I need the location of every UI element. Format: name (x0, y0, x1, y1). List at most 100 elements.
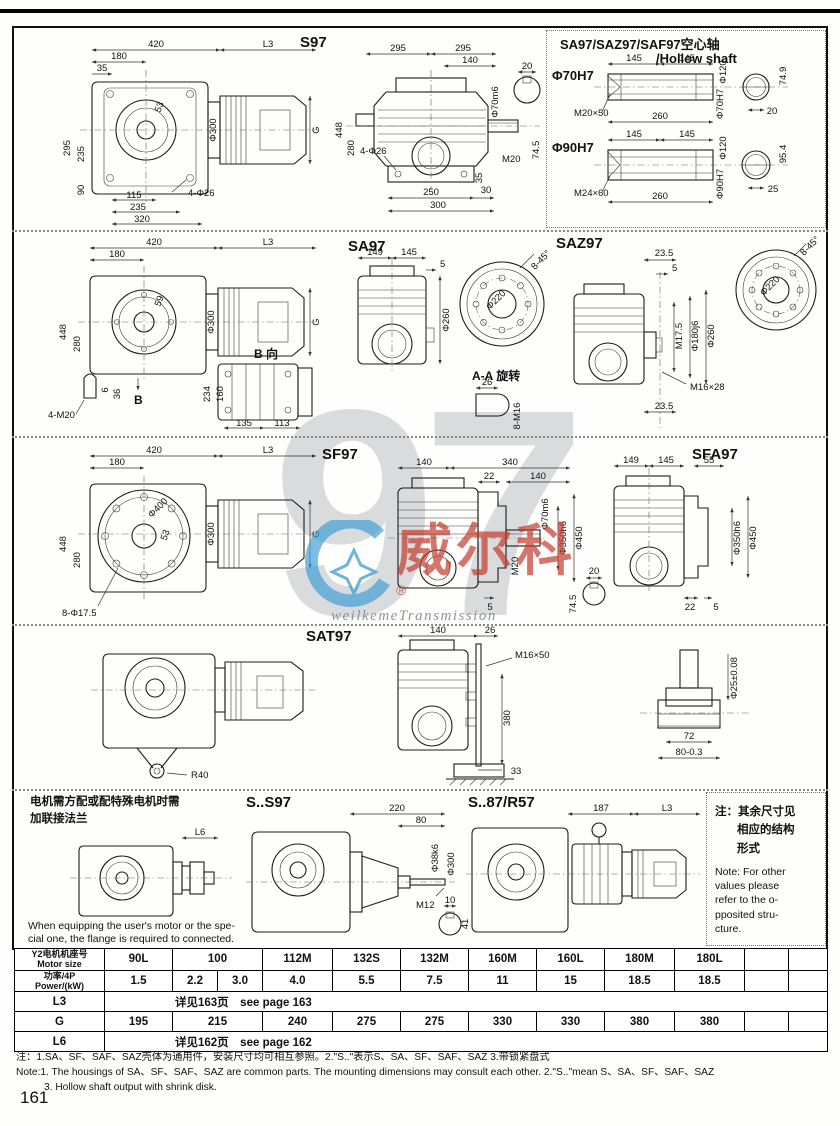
dim-label: 74.9 (778, 67, 789, 86)
dim-label: G (311, 126, 322, 133)
note-en-line3: refer to the o- (715, 894, 779, 907)
dim-label: 4-Φ26 (188, 188, 215, 199)
dim-label: 30 (481, 185, 492, 196)
view-label: A-A 旋转 (472, 368, 520, 383)
dim-label: 295 (62, 140, 73, 156)
dimensions: 420 L3 180 35 295 235 90 115 235 320 4-Φ… (62, 39, 322, 226)
shaft-70-outline (594, 73, 788, 101)
dim-label: 53 (153, 100, 167, 114)
dim-label: 90 (76, 185, 87, 196)
dim-label: 26 (482, 377, 493, 388)
dim-label: M24×60 (574, 188, 609, 199)
saz97-drawing: 23.5 5 M17.5 Φ180j6 Φ260 M16×28 23.5 8-4… (573, 234, 822, 428)
gearbox-outline (346, 70, 541, 190)
power-label-cn: 功率/4P (43, 970, 76, 981)
dim-label: L6 (195, 827, 206, 838)
table-cell: 90L (104, 948, 173, 971)
dim-label: 10 (445, 895, 456, 906)
dimensions: 187 L3 (568, 803, 700, 816)
dim-label: L3 (263, 39, 274, 50)
dim-label: 6 (100, 387, 111, 392)
table-cell (788, 948, 828, 971)
dim-label: M20 (510, 557, 521, 575)
table-cell: 15 (536, 969, 605, 993)
dims-70: 145 145 Φ120 Φ70H7 M20×50 260 74.9 20 (574, 53, 789, 124)
table-row-g: G 195 215 240 275 275 330 330 380 380 (14, 1011, 828, 1033)
dim-label: Φ300 (208, 118, 219, 141)
dim-label: 340 (502, 457, 518, 468)
row-separator (12, 230, 828, 232)
gearbox-outline (397, 639, 514, 786)
dimensions: 149 145 5 Φ260 (358, 247, 452, 364)
table-cell: 18.5 (604, 969, 675, 993)
hollow-title-en: /Hollow shaft (656, 51, 737, 66)
dim-label: B (134, 393, 143, 407)
watermark-97: 97 (272, 348, 586, 678)
dim-label: 180 (111, 51, 127, 62)
gearbox-outline (70, 845, 232, 917)
dim-label: Φ450 (574, 526, 585, 549)
dim-label: 448 (58, 324, 69, 340)
view-label: B 向 (254, 346, 278, 361)
dim-label: M16×28 (690, 382, 725, 393)
dim-label: 280 (72, 552, 83, 568)
dim-label: 300 (430, 200, 446, 211)
dim-label: R40 (191, 770, 208, 781)
hollow-d70-label: Φ70H7 (552, 68, 594, 83)
table-cell: 132M (400, 948, 469, 971)
table-cell: 112M (262, 948, 333, 971)
table-cell: 7.5 (400, 969, 469, 993)
dim-label: 140 (430, 626, 446, 636)
dim-label: 135 (236, 418, 252, 429)
sfa97-drawing: 149 145 55 Φ350h6 Φ450 22 5 (613, 455, 759, 613)
dim-label: 280 (346, 140, 357, 156)
dim-label: 260 (652, 111, 668, 122)
dim-label: 80 (416, 815, 427, 826)
dim-label: 220 (389, 803, 405, 814)
dim-label: 380 (502, 710, 513, 726)
dim-label: 5 (713, 602, 718, 613)
title-saz97: SAZ97 (556, 235, 603, 252)
footnote-en-1: Note:1. The housings of SA、SF、SAF、SAZ ar… (16, 1066, 715, 1078)
sf97-side-drawing: 420 L3 180 448 280 Φ400 53 Φ300 G 8-Φ17.… (58, 445, 322, 619)
dim-label: Φ450 (748, 526, 759, 549)
dim-label: Φ350h6 (558, 521, 569, 555)
dim-label: M20 (502, 154, 520, 165)
sa97-front-drawing: 149 145 5 Φ260 8-45° Φ220 A-A 旋转 26 8-M1… (357, 247, 553, 429)
table-cell: L6 (14, 1031, 105, 1053)
hollow-shaft-box (546, 30, 826, 228)
hollow-shaft-drawing: 145 145 Φ120 Φ70H7 M20×50 260 74.9 20 14… (574, 53, 789, 204)
table-cell: 275 (400, 1011, 469, 1033)
dim-label: 74.5 (531, 141, 542, 160)
power-label-en: Power/(kW) (34, 981, 84, 992)
dimensions: R40 (166, 770, 208, 781)
table-cell: 215 (172, 1011, 263, 1033)
gearbox-outline (78, 476, 316, 600)
table-cell: 4.0 (262, 969, 333, 993)
hollow-title-cn: SA97/SAZ97/SAF97空心轴 (560, 37, 720, 52)
dim-label: M20×50 (574, 108, 609, 119)
dim-label: 59 (153, 294, 167, 308)
sat97-arm-drawing: R40 (91, 653, 317, 781)
table-cell (788, 1011, 828, 1033)
dim-label: 22 (685, 602, 696, 613)
flange-note-en-line1: When equipping the user's motor or the s… (28, 920, 235, 932)
table-cell: L3 (14, 991, 105, 1013)
dim-label: 20 (767, 106, 778, 117)
dim-label: Φ300 (446, 852, 457, 875)
dimensions: 140 26 M16×50 380 33 (398, 626, 550, 777)
sat97-mid-drawing: 140 26 M16×50 380 33 (397, 626, 550, 786)
dim-label: Φ70H7 (715, 89, 726, 119)
dim-label: 8-Φ17.5 (62, 608, 97, 619)
dim-label: 35 (474, 173, 485, 184)
dimensions: 220 80 Φ38k6 Φ300 M12 10 41 (350, 803, 471, 929)
table-cell: G (14, 1011, 105, 1033)
table-cell: 5.5 (332, 969, 401, 993)
hollow-d90-label: Φ90H7 (552, 140, 594, 155)
dim-label: 145 (626, 53, 642, 64)
table-cell: 330 (536, 1011, 605, 1033)
dims-90: 145 145 Φ120 Φ90H7 M24×60 260 95.4 25 (574, 129, 789, 204)
brand-name-cn: 威尔科 (396, 519, 577, 582)
